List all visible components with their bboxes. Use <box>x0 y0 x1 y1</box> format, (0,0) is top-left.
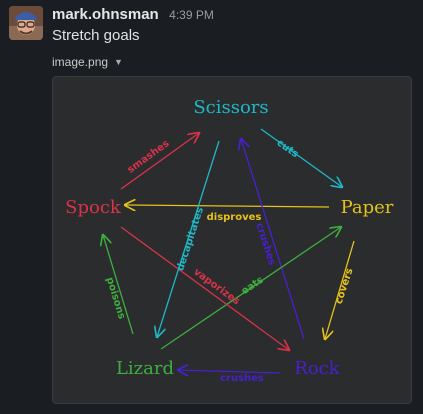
rpsls-diagram: cuts disproves covers crushes crushes po… <box>65 97 394 384</box>
node-rock: Rock <box>294 358 340 379</box>
edge-paper-covers-rock <box>325 240 355 339</box>
node-paper: Paper <box>341 197 394 218</box>
edge-spock-vaporizes-rock <box>120 226 289 350</box>
avatar-image <box>9 6 43 40</box>
edge-scissors-decapitates-lizard <box>157 140 220 337</box>
edge-paper-disproves-spock <box>125 205 330 207</box>
edge-rock-crushes-lizard <box>178 370 281 373</box>
edge-lizard-poisons-spock <box>103 235 134 335</box>
edge-label-decapitates: decapitates <box>175 206 206 272</box>
avatar[interactable] <box>9 6 43 40</box>
edge-label-vaporizes: vaporizes <box>191 267 241 308</box>
edge-label-disproves: disproves <box>207 212 262 223</box>
image-attachment[interactable]: cuts disproves covers crushes crushes po… <box>52 76 412 404</box>
edge-label-covers: covers <box>334 267 356 306</box>
file-attachment-header[interactable]: image.png ▼ <box>52 55 123 69</box>
message-text: Stretch goals <box>52 27 140 44</box>
edge-spock-smashes-scissors <box>120 133 199 190</box>
edge-label-eats: eats <box>239 275 265 298</box>
edge-lizard-eats-paper <box>160 227 341 350</box>
node-scissors: Scissors <box>193 97 268 118</box>
edge-scissors-cuts-paper <box>260 128 342 187</box>
node-spock: Spock <box>65 197 122 218</box>
edge-label-cuts: cuts <box>275 138 301 161</box>
edge-rock-crushes-scissors <box>241 139 305 340</box>
edge-label-poisons: poisons <box>104 276 127 321</box>
message-header: mark.ohnsman 4:39 PM <box>52 6 214 24</box>
node-lizard: Lizard <box>116 358 174 379</box>
file-name[interactable]: image.png <box>52 55 109 69</box>
timestamp[interactable]: 4:39 PM <box>169 8 214 22</box>
edge-label-crushes-lizard: crushes <box>220 373 264 384</box>
author-name[interactable]: mark.ohnsman <box>52 6 159 23</box>
chevron-down-icon[interactable]: ▼ <box>114 57 123 67</box>
